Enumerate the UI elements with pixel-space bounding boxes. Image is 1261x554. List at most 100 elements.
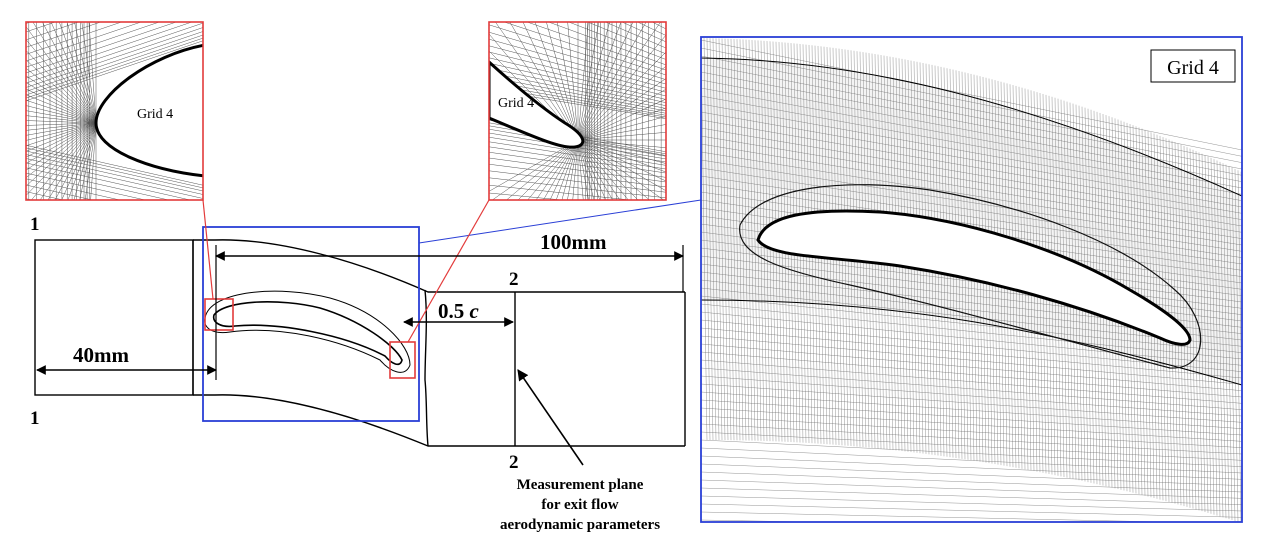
te-mesh-ring [489, 259, 666, 263]
leading-edge-inset-frame [25, 21, 204, 201]
te-mesh-radial [577, 139, 666, 164]
trailing-edge-mesh [489, 22, 666, 263]
main-mesh-pitchwise [718, 38, 726, 441]
le-mesh-ring [26, 144, 203, 186]
le-mesh-ring [26, 260, 203, 300]
main-mesh-pitchwise [1231, 167, 1239, 522]
te-mesh-radial [567, 139, 579, 200]
le-mesh-ring [26, 40, 203, 102]
le-mesh-ring [26, 27, 203, 88]
main-mesh-streamwise [701, 399, 1242, 436]
main-mesh-streamwise [701, 87, 1242, 189]
le-mesh-radial [26, 99, 97, 124]
main-mesh-streamwise [701, 111, 1242, 208]
measurement-plane-caption-3: aerodynamic parameters [500, 517, 660, 533]
main-mesh-streamwise [701, 135, 1242, 227]
te-mesh-ring [489, 38, 666, 89]
main-mesh-streamwise [701, 503, 1242, 518]
le-mesh-ring [26, 37, 203, 99]
main-mesh-pitchwise [724, 38, 732, 441]
section-1-bottom-label: 1 [30, 408, 40, 429]
main-mesh-streamwise [701, 39, 1242, 151]
te-mesh-radial [577, 98, 666, 141]
main-mesh-pitchwise [748, 39, 756, 441]
main-mesh-streamwise [701, 439, 1242, 467]
main-mesh-streamwise [701, 471, 1242, 493]
le-mesh-ring [26, 231, 203, 271]
le-mesh-ring [26, 167, 170, 200]
le-mesh-radial [26, 122, 97, 147]
computational-domain [34, 239, 686, 447]
le-mesh-radial [26, 122, 97, 196]
section-2-bottom-label: 2 [509, 452, 519, 473]
le-mesh-radial [26, 88, 97, 124]
le-mesh-radial [81, 22, 97, 124]
dimension-100mm-label: 100mm [540, 230, 607, 254]
le-mesh-ring [26, 22, 142, 62]
te-mesh-ring [621, 22, 666, 43]
te-mesh-radial [577, 139, 666, 148]
te-mesh-ring [503, 22, 666, 76]
le-mesh-radial [26, 115, 97, 124]
main-mesh-streamwise [701, 183, 1242, 265]
measurement-plane-caption-1: Measurement plane [517, 477, 644, 493]
main-panel-frame [700, 36, 1243, 523]
main-mesh-streamwise [701, 103, 1242, 201]
main-mesh-streamwise [701, 71, 1242, 176]
te-mesh-radial [577, 139, 601, 200]
leading-edge-grid-label: Grid 4 [137, 107, 173, 122]
te-mesh-radial [567, 22, 579, 141]
main-zoom-connector-top [418, 199, 702, 244]
main-mesh-pitchwise [1216, 160, 1224, 518]
te-mesh-radial [491, 139, 579, 200]
le-mesh-ring [26, 416, 203, 456]
section-1-top-label: 1 [30, 214, 40, 235]
main-mesh-streamwise [701, 423, 1242, 455]
main-mesh-pitchwise [709, 38, 717, 441]
main-mesh-streamwise [701, 463, 1242, 486]
te-mesh-ring [489, 31, 666, 85]
te-mesh-radial [527, 139, 579, 200]
main-mesh-pitchwise [721, 38, 729, 441]
le-mesh-radial [61, 122, 97, 200]
le-mesh-radial [26, 105, 97, 124]
trailing-edge-grid-label: Grid 4 [498, 96, 534, 111]
le-mesh-ring [26, 191, 65, 200]
te-mesh-ring [604, 22, 666, 49]
trailing-edge-inset: Grid 4 [488, 21, 667, 263]
le-mesh-ring [26, 22, 161, 68]
le-mesh-ring [26, 22, 102, 48]
trailing-edge-blade [489, 59, 585, 149]
main-mesh-pitchwise [1180, 144, 1188, 507]
te-mesh-radial [577, 88, 666, 141]
le-mesh-ring [26, 158, 203, 199]
le-mesh-radial [26, 120, 97, 124]
le-mesh-radial [42, 22, 97, 124]
main-mesh-streamwise [701, 303, 1242, 360]
dimension-axial-prefix: 0.5 [438, 299, 470, 323]
le-mesh-radial [26, 26, 97, 124]
le-mesh-ring [26, 22, 203, 84]
le-mesh-radial [26, 122, 97, 131]
te-mesh-radial [577, 139, 666, 156]
te-mesh-ring [651, 22, 666, 30]
main-mesh-streamwise [701, 119, 1242, 214]
main-mesh-streamwise [701, 63, 1242, 170]
te-mesh-radial [561, 139, 579, 200]
main-mesh-streamwise [701, 95, 1242, 195]
te-mesh-radial [577, 34, 666, 141]
leading-edge-inset: Grid 4 [25, 21, 204, 456]
te-mesh-ring [587, 22, 666, 55]
te-mesh-radial [577, 22, 647, 141]
passage-upper-wall [193, 239, 685, 293]
domain-blade-outer-ring [204, 290, 411, 373]
main-mesh-pitchwise [1225, 164, 1233, 521]
le-mesh-ring [26, 31, 203, 92]
le-mesh-radial [39, 122, 97, 200]
te-mesh-ring [526, 22, 666, 71]
te-mesh-radial [577, 139, 607, 200]
te-mesh-radial [555, 139, 579, 200]
te-mesh-radial [506, 139, 579, 200]
trailing-edge-zoom-box [389, 341, 416, 379]
main-mesh-streamwise [701, 391, 1242, 429]
